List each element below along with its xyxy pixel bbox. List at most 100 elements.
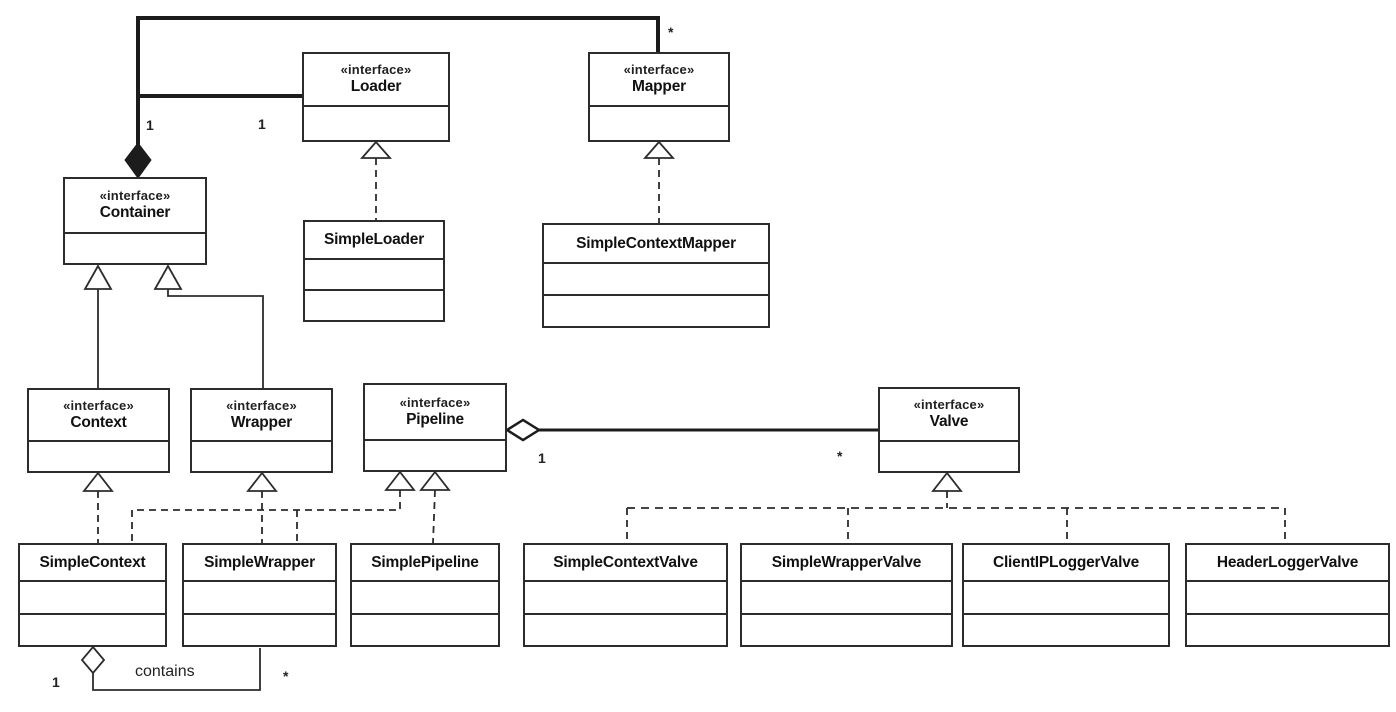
attributes-compartment: [590, 105, 728, 140]
attributes-compartment: [29, 440, 168, 471]
stereotype-label: «interface»: [399, 394, 471, 410]
class-box-clientiploggervalve: ClientIPLoggerValve: [962, 543, 1170, 647]
class-box-headerloggervalve: HeaderLoggerValve: [1185, 543, 1390, 647]
composition-diamond-container: [124, 142, 152, 179]
multiplicity-pipeline: 1: [538, 450, 546, 466]
class-name: Pipeline: [406, 410, 464, 428]
attributes-compartment: [365, 439, 505, 470]
class-name-compartment: SimpleWrapperValve: [742, 545, 951, 580]
methods-compartment: [964, 612, 1168, 646]
stereotype-label: «interface»: [913, 397, 985, 413]
class-name-compartment: «interface» Mapper: [590, 54, 728, 105]
multiplicity-contains-source: 1: [52, 674, 60, 690]
class-box-context: «interface» Context: [27, 388, 170, 473]
class-name-compartment: «interface» Container: [65, 179, 205, 232]
class-box-pipeline: «interface» Pipeline: [363, 383, 507, 472]
stereotype-label: «interface»: [63, 397, 134, 413]
class-name-compartment: SimpleContext: [20, 545, 165, 580]
realization-arrowhead-bus-valve: [931, 471, 963, 492]
aggregation-diamond-pipeline: [504, 418, 542, 442]
class-name-compartment: SimpleContextMapper: [544, 225, 768, 262]
class-box-loader: «interface» Loader: [302, 52, 450, 142]
class-name-compartment: «interface» Loader: [304, 54, 448, 105]
attributes-compartment: [880, 440, 1018, 471]
multiplicity-loader: 1: [258, 116, 266, 132]
class-box-valve: «interface» Valve: [878, 387, 1020, 473]
class-name: SimpleWrapper: [204, 553, 315, 571]
class-box-simplecontextmapper: SimpleContextMapper: [542, 223, 770, 328]
generalization-arrowhead-context-container: [83, 264, 113, 290]
class-box-mapper: «interface» Mapper: [588, 52, 730, 142]
realization-bus-pipeline: [132, 490, 401, 511]
attributes-compartment: [192, 440, 331, 471]
class-name: Context: [70, 413, 127, 431]
attributes-compartment: [964, 580, 1168, 613]
class-name-compartment: «interface» Wrapper: [192, 390, 331, 440]
methods-compartment: [20, 612, 165, 646]
class-name: SimpleContextMapper: [576, 234, 736, 252]
multiplicity-valve: *: [837, 448, 843, 464]
class-name: Mapper: [632, 78, 686, 96]
class-name: SimpleContext: [39, 553, 146, 571]
methods-compartment: [1187, 612, 1388, 646]
class-name: HeaderLoggerValve: [1216, 553, 1359, 571]
methods-compartment: [742, 612, 951, 646]
class-name-compartment: SimpleLoader: [305, 222, 443, 258]
generalization-arrowhead-wrapper-container: [153, 264, 183, 290]
realization-arrowhead-simplecontextmapper-mapper: [643, 140, 675, 159]
class-box-simplecontextvalve: SimpleContextValve: [523, 543, 728, 647]
generalization-edge-wrapper-container: [167, 289, 264, 388]
realization-edge-simplepipeline-pipeline: [432, 489, 436, 544]
class-name: ClientIPLoggerValve: [992, 553, 1140, 571]
class-box-container: «interface» Container: [63, 177, 207, 265]
methods-compartment: [184, 612, 335, 646]
attributes-compartment: [544, 262, 768, 294]
class-box-simpleloader: SimpleLoader: [303, 220, 445, 322]
multiplicity-mapper: *: [668, 24, 674, 40]
realization-arrowhead-simplepipeline-pipeline: [419, 470, 451, 491]
stereotype-label: «interface»: [623, 62, 695, 78]
stereotype-label: «interface»: [340, 62, 412, 78]
stereotype-label: «interface»: [226, 397, 297, 413]
attributes-compartment: [65, 232, 205, 263]
multiplicity-contains-target: *: [283, 668, 289, 684]
attributes-compartment: [20, 580, 165, 613]
class-name-compartment: «interface» Valve: [880, 389, 1018, 440]
realization-arrowhead-simplecontext-context: [82, 471, 114, 492]
methods-compartment: [544, 294, 768, 326]
realization-arrowhead-simplewrapper-wrapper: [246, 471, 278, 492]
methods-compartment: [352, 612, 498, 646]
methods-compartment: [525, 612, 726, 646]
class-box-simplewrappervalve: SimpleWrapperValve: [740, 543, 953, 647]
class-name: SimpleContextValve: [553, 553, 698, 571]
attributes-compartment: [352, 580, 498, 613]
class-name: SimplePipeline: [371, 553, 479, 571]
composition-edge-container-mapper: [136, 16, 660, 147]
attributes-compartment: [184, 580, 335, 613]
attributes-compartment: [525, 580, 726, 613]
attributes-compartment: [1187, 580, 1388, 613]
class-name-compartment: HeaderLoggerValve: [1187, 545, 1388, 580]
attributes-compartment: [305, 258, 443, 289]
class-name-compartment: ClientIPLoggerValve: [964, 545, 1168, 580]
class-name: Loader: [350, 78, 402, 96]
aggregation-edge-contains: [92, 648, 261, 691]
attributes-compartment: [304, 105, 448, 140]
class-name-compartment: «interface» Pipeline: [365, 385, 505, 439]
class-box-simplewrapper: SimpleWrapper: [182, 543, 337, 647]
realization-arrowhead-simpleloader-loader: [360, 140, 392, 159]
class-name-compartment: «interface» Context: [29, 390, 168, 440]
class-name-compartment: SimpleWrapper: [184, 545, 335, 580]
class-box-simplecontext: SimpleContext: [18, 543, 167, 647]
class-name: SimpleLoader: [323, 231, 425, 249]
aggregation-diamond-simplecontext: [80, 645, 106, 675]
class-name-compartment: SimplePipeline: [352, 545, 498, 580]
attributes-compartment: [742, 580, 951, 613]
class-name: Container: [99, 204, 171, 222]
class-box-simplepipeline: SimplePipeline: [350, 543, 500, 647]
class-box-wrapper: «interface» Wrapper: [190, 388, 333, 473]
stereotype-label: «interface»: [99, 188, 171, 204]
class-name: SimpleWrapperValve: [771, 553, 922, 571]
